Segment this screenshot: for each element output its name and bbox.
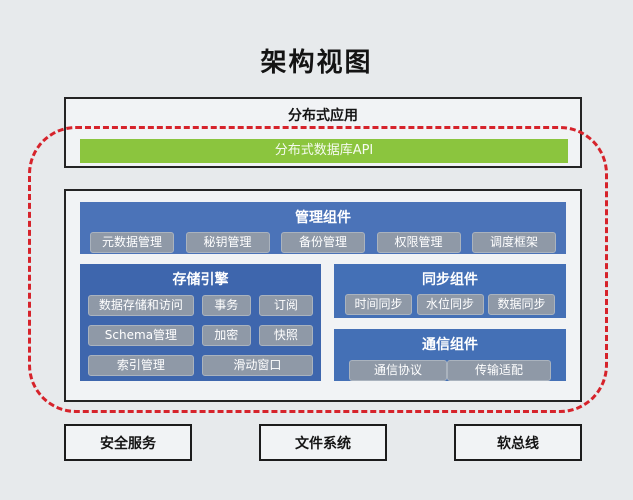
chip-index-mgmt: 索引管理 [88, 355, 194, 376]
management-chip-row: 元数据管理 秘钥管理 备份管理 权限管理 调度框架 [80, 227, 566, 253]
box-file-system: 文件系统 [259, 424, 387, 461]
sync-chip-row: 时间同步 水位同步 数据同步 [341, 289, 559, 315]
bottom-services-row: 安全服务 文件系统 软总线 [64, 424, 582, 461]
sync-components-title: 同步组件 [422, 272, 478, 288]
chip-key-mgmt: 秘钥管理 [185, 232, 270, 253]
chip-sliding-window: 滑动窗口 [201, 355, 313, 376]
chip-metadata-mgmt: 元数据管理 [90, 232, 174, 253]
comm-components-section: 通信组件 通信协议 传输适配 [334, 329, 566, 381]
chip-data-sync: 数据同步 [488, 294, 555, 315]
distributed-app-label: 分布式应用 [288, 108, 358, 124]
chip-data-storage-access: 数据存储和访问 [88, 295, 194, 316]
chip-schema-mgmt: Schema管理 [88, 325, 194, 346]
chip-backup-mgmt: 备份管理 [281, 232, 365, 253]
chip-watermark-sync: 水位同步 [416, 294, 484, 315]
distributed-db-api-bar: 分布式数据库API [80, 139, 568, 163]
storage-chip-grid: 数据存储和访问 事务 订阅 Schema管理 加密 快照 索引管理 滑动窗口 [88, 295, 313, 376]
chip-time-sync: 时间同步 [345, 294, 412, 315]
right-column: 同步组件 时间同步 水位同步 数据同步 通信组件 通信协议 传输适配 [334, 264, 566, 381]
distributed-app-box: 分布式应用 分布式数据库API [64, 97, 582, 168]
chip-scheduling-framework: 调度框架 [472, 232, 556, 253]
comm-components-title: 通信组件 [422, 337, 478, 353]
comm-chip-row: 通信协议 传输适配 [341, 354, 559, 381]
box-security-service: 安全服务 [64, 424, 192, 461]
storage-engine-title: 存储引擎 [172, 272, 229, 288]
diagram-title: 架构视图 [260, 48, 373, 78]
core-components-box: 管理组件 元数据管理 秘钥管理 备份管理 权限管理 调度框架 存储引擎 数据存储… [64, 189, 582, 402]
management-section: 管理组件 元数据管理 秘钥管理 备份管理 权限管理 调度框架 [80, 202, 566, 254]
box-soft-bus: 软总线 [454, 424, 582, 461]
chip-comm-protocol: 通信协议 [349, 360, 447, 381]
chip-transaction: 事务 [201, 295, 251, 316]
storage-engine-section: 存储引擎 数据存储和访问 事务 订阅 Schema管理 加密 快照 索引管理 滑… [80, 264, 321, 381]
management-title: 管理组件 [295, 210, 351, 226]
chip-snapshot: 快照 [258, 325, 313, 346]
sync-components-section: 同步组件 时间同步 水位同步 数据同步 [334, 264, 566, 318]
chip-encryption: 加密 [201, 325, 251, 346]
chip-subscription: 订阅 [258, 295, 313, 316]
chip-transport-adapter: 传输适配 [447, 360, 551, 381]
core-columns: 存储引擎 数据存储和访问 事务 订阅 Schema管理 加密 快照 索引管理 滑… [80, 264, 566, 381]
chip-permission-mgmt: 权限管理 [376, 232, 461, 253]
